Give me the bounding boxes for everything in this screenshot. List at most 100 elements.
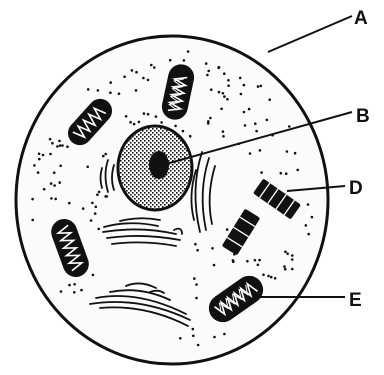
cytoplasm-dot	[262, 273, 265, 276]
cytoplasm-dot	[138, 121, 141, 124]
cytoplasm-dot	[260, 85, 263, 88]
cytoplasm-dot	[91, 202, 94, 205]
cytoplasm-dot	[249, 152, 252, 155]
cytoplasm-dot	[123, 75, 126, 78]
cytoplasm-dot	[213, 264, 216, 267]
cytoplasm-dot	[232, 259, 235, 262]
cytoplasm-dot	[49, 138, 52, 141]
nucleus	[118, 126, 192, 210]
cytoplasm-dot	[53, 171, 56, 174]
cytoplasm-dot	[257, 85, 260, 88]
cytoplasm-dot	[291, 254, 294, 257]
cytoplasm-dot	[260, 171, 263, 174]
cytoplasm-dot	[268, 98, 271, 101]
cytoplasm-dot	[183, 59, 186, 62]
cytoplasm-dot	[38, 153, 41, 156]
cytoplasm-dot	[53, 184, 56, 187]
cytoplasm-dot	[66, 145, 69, 148]
cytoplasm-dot	[73, 283, 76, 286]
cytoplasm-dot	[59, 165, 62, 168]
cytoplasm-dot	[56, 145, 59, 148]
cytoplasm-dot	[68, 202, 71, 205]
cytoplasm-dot	[284, 250, 287, 253]
cytoplasm-dot	[87, 88, 90, 91]
label-e: E	[349, 290, 362, 311]
cytoplasm-dot	[150, 64, 153, 67]
cytoplasm-dot	[155, 115, 158, 118]
cytoplasm-dot	[280, 172, 283, 175]
cytoplasm-dot	[31, 219, 34, 222]
cytoplasm-dot	[207, 70, 210, 73]
cytoplasm-dot	[197, 344, 200, 347]
cytoplasm-dot	[118, 92, 121, 95]
cytoplasm-dot	[104, 153, 107, 156]
cytoplasm-dot	[196, 249, 199, 252]
cytoplasm-dot	[206, 74, 209, 77]
cytoplasm-dot	[169, 59, 172, 62]
cytoplasm-dot	[240, 93, 243, 96]
cytoplasm-dot	[291, 268, 294, 271]
cytoplasm-dot	[96, 193, 99, 196]
cytoplasm-dot	[195, 297, 198, 300]
cytoplasm-dot	[207, 122, 210, 125]
cytoplasm-dot	[210, 88, 213, 91]
cytoplasm-dot	[131, 69, 134, 72]
cytoplasm-dot	[254, 259, 257, 262]
cytoplasm-dot	[125, 115, 128, 118]
cytoplasm-dot	[222, 130, 225, 133]
cytoplasm-dot	[50, 197, 53, 200]
cytoplasm-dot	[104, 195, 107, 198]
cytoplasm-dot	[73, 291, 76, 294]
label-d: D	[349, 178, 363, 199]
cytoplasm-dot	[286, 150, 289, 153]
cytoplasm-dot	[296, 169, 299, 172]
cytoplasm-dot	[95, 206, 98, 209]
cytoplasm-dot	[187, 50, 190, 53]
cytoplasm-dot	[218, 91, 221, 94]
cytoplasm-dot	[97, 228, 100, 231]
cytoplasm-dot	[135, 71, 138, 74]
cytoplasm-dot	[226, 228, 229, 231]
cytoplasm-dot	[248, 108, 251, 111]
cytoplasm-dot	[243, 111, 246, 114]
cytoplasm-dot	[305, 224, 308, 227]
cytoplasm-dot	[211, 247, 214, 250]
cytoplasm-dot	[192, 335, 195, 338]
cytoplasm-dot	[97, 89, 100, 92]
cytoplasm-dot	[267, 275, 270, 278]
cytoplasm-dot	[286, 252, 289, 255]
cytoplasm-dot	[194, 243, 197, 246]
cytoplasm-dot	[189, 135, 192, 138]
cytoplasm-dot	[109, 91, 112, 94]
cytoplasm-dot	[147, 113, 150, 116]
cytoplasm-dot	[239, 77, 242, 80]
cytoplasm-dot	[49, 153, 52, 156]
cytoplasm-dot	[33, 164, 36, 167]
cytoplasm-dot	[182, 130, 185, 133]
cytoplasm-dot	[179, 337, 182, 340]
cytoplasm-dot	[213, 336, 216, 339]
cytoplasm-dot	[60, 290, 63, 293]
cytoplasm-dot	[90, 219, 93, 222]
cytoplasm-dot	[80, 289, 83, 292]
cytoplasm-dot	[288, 125, 291, 128]
cytoplasm-dot	[147, 79, 150, 82]
label-b: B	[356, 106, 370, 127]
cytoplasm-dot	[102, 155, 105, 158]
cytoplasm-dot	[223, 333, 226, 336]
cytoplasm-dot	[109, 81, 112, 84]
cytoplasm-dot	[270, 276, 273, 279]
cytoplasm-dot	[129, 121, 132, 124]
cytoplasm-dot	[209, 117, 212, 120]
cytoplasm-dot	[227, 84, 230, 87]
cytoplasm-dot	[51, 142, 54, 145]
cytoplasm-dot	[307, 203, 310, 206]
cytoplasm-dot	[259, 149, 262, 152]
leader-line-a	[268, 16, 352, 52]
cytoplasm-dot	[50, 182, 53, 185]
cytoplasm-dot	[291, 258, 294, 261]
cytoplasm-dot	[218, 66, 221, 69]
cytoplasm-dot	[142, 77, 145, 80]
label-a: A	[354, 8, 368, 29]
cytoplasm-dot	[220, 108, 223, 111]
